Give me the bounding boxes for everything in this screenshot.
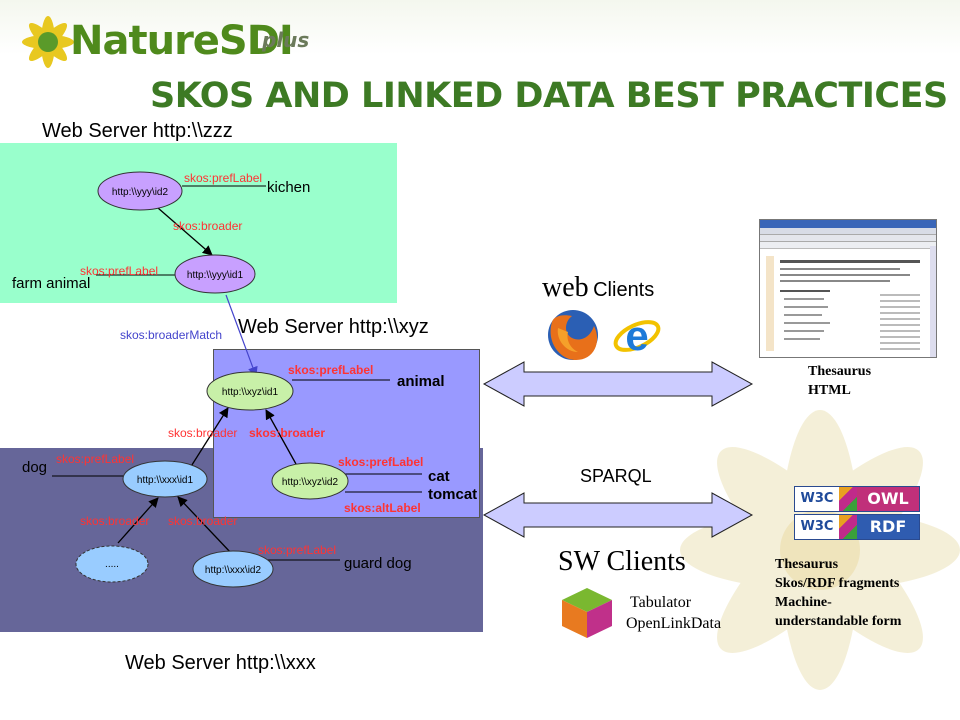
edge-label-xxx2-broader: skos:broader (168, 514, 237, 528)
thesaurus-html-line1: Thesaurus (808, 364, 872, 379)
node-label-xyz-id1: http:\\xyz\id1 (222, 387, 279, 398)
w3c-owl-cube-icon (839, 487, 857, 511)
edge-label-xyz2-altlabel: skos:altLabel (344, 501, 421, 515)
w3c-rdf-logo: W3C (795, 515, 839, 539)
node-label-xxx-id1: http:\\xxx\id1 (137, 475, 194, 486)
edge-label-xxx1-broader: skos:broader (168, 426, 237, 440)
thesaurus-rdf-line3: Machine- (775, 595, 832, 610)
sw-clients-list: Tabulator OpenLinkData (626, 592, 721, 634)
thesaurus-rdf-line1: Thesaurus (775, 557, 839, 572)
edge-xxx1-broader (189, 407, 229, 469)
edge-blank-broader (117, 497, 159, 544)
term-kichen: kichen (267, 179, 310, 196)
w3c-rdf-text: RDF (857, 515, 919, 539)
node-xxx-id2 (192, 550, 274, 588)
edge-label-yyy1-preflabel: skos:prefLabel (80, 264, 158, 278)
term-cat: cat (428, 468, 450, 485)
sparql-double-arrow (482, 492, 754, 538)
edge-yyy2-broader (157, 207, 213, 256)
semantic-web-cube-icon (562, 588, 612, 638)
sparql-label: SPARQL (580, 466, 652, 486)
node-label-yyy-id1: http:\\yyy\id1 (187, 270, 244, 281)
w3c-owl-text: OWL (857, 487, 919, 511)
header-band (0, 0, 960, 78)
term-tomcat: tomcat (428, 486, 477, 503)
thesaurus-rdf-line2: Skos/RDF fragments (775, 576, 900, 591)
node-xyz-id1 (206, 371, 294, 411)
sun-leaf-logo-icon (22, 16, 74, 68)
web-double-arrow (482, 361, 754, 407)
node-label-xxx-blank: ..... (105, 559, 119, 570)
thesaurus-rdf-label: Thesaurus Skos/RDF fragments Machine- un… (775, 555, 901, 631)
w3c-rdf-cube-icon (839, 515, 857, 539)
svg-text:e: e (625, 312, 648, 359)
node-yyy-id1 (174, 254, 256, 294)
server-label-xyz: Web Server http:\\xyz (238, 316, 429, 338)
server-label-zzz: Web Server http:\\zzz (42, 120, 233, 142)
node-label-yyy-id2: http:\\yyy\id2 (112, 187, 169, 198)
web-clients-prefix: web (542, 272, 589, 303)
logo-suffix: plus (262, 28, 310, 52)
thesaurus-rdf-line4: understandable form (775, 614, 902, 629)
edge-label-xyz2-preflabel: skos:prefLabel (338, 455, 423, 469)
term-guard-dog: guard dog (344, 555, 412, 572)
node-xxx-id1 (122, 460, 208, 498)
logo-text: NatureSDI (70, 18, 294, 64)
web-clients-label: web Clients (542, 272, 654, 304)
edge-label-xyz1-preflabel: skos:prefLabel (288, 363, 373, 377)
internet-explorer-icon: e (613, 312, 661, 359)
edge-broader-match (225, 294, 258, 377)
node-label-xxx-id2: http:\\xxx\id2 (205, 565, 262, 576)
w3c-rdf-badge: W3C RDF (794, 514, 920, 540)
firefox-icon (548, 310, 598, 360)
edge-label-yyy2-preflabel: skos:prefLabel (184, 171, 262, 185)
node-xxx-blank (75, 545, 149, 583)
w3c-owl-logo: W3C (795, 487, 839, 511)
tabulator-label: Tabulator (630, 594, 692, 611)
thesaurus-html-line2: HTML (808, 383, 851, 398)
edge-label-xyz2-broader: skos:broader (249, 426, 325, 440)
thesaurus-html-label: Thesaurus HTML (808, 362, 871, 400)
edge-xxx2-broader (177, 496, 233, 555)
thesaurus-html-screenshot (759, 219, 937, 358)
sw-clients-label: SW Clients (558, 546, 686, 577)
term-dog: dog (22, 459, 47, 476)
edge-label-blank-broader: skos:broader (80, 514, 149, 528)
slide-title: SKOS AND LINKED DATA BEST PRACTICES (150, 76, 948, 116)
term-animal: animal (397, 373, 445, 390)
edge-xyz2-broader (265, 409, 297, 465)
edge-label-yyy2-broader: skos:broader (173, 219, 242, 233)
node-yyy-id2 (97, 171, 183, 211)
edge-label-broader-match: skos:broaderMatch (120, 328, 222, 342)
w3c-owl-badge: W3C OWL (794, 486, 920, 512)
node-label-xyz-id2: http:\\xyz\id2 (282, 477, 339, 488)
openlinkdata-label: OpenLinkData (626, 615, 722, 632)
server-label-xxx: Web Server http:\\xxx (125, 652, 316, 674)
edge-label-xxx1-preflabel: skos:prefLabel (56, 452, 134, 466)
term-farm-animal: farm animal (12, 275, 90, 292)
web-clients-suffix: Clients (593, 279, 655, 301)
edge-label-xxx2-preflabel: skos:prefLabel (258, 543, 336, 557)
node-xyz-id2 (271, 462, 349, 500)
